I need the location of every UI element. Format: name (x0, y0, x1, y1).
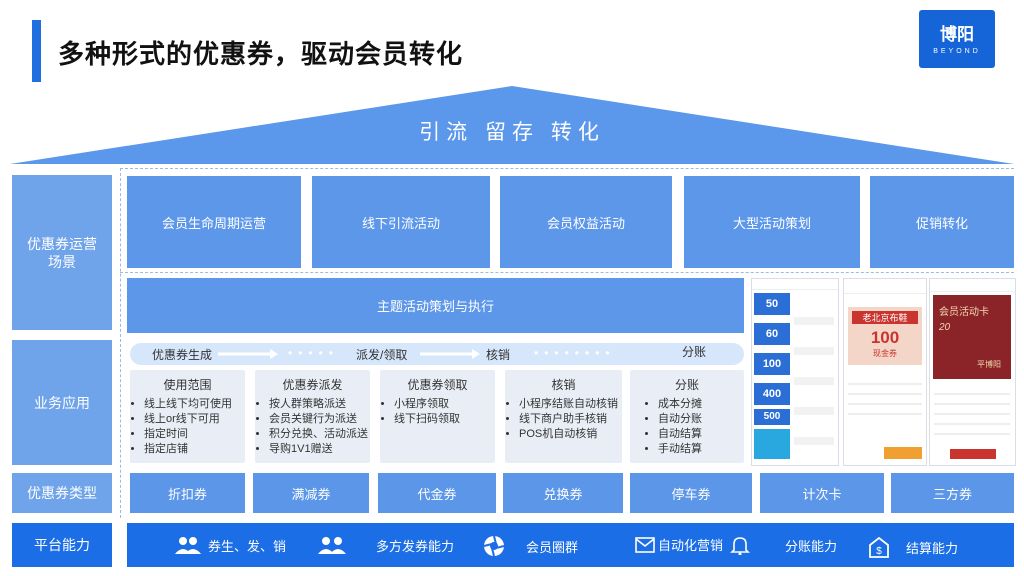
coupon-type-third-party: 三方券 (891, 473, 1014, 513)
platform-item-settlement: $ 结算能力 (867, 535, 958, 559)
card-discount: 20 (939, 322, 951, 333)
coupon-type-discount: 折扣券 (130, 473, 245, 513)
list-item: 成本分摊 (658, 397, 744, 412)
theme-bar: 主题活动策划与执行 (127, 278, 744, 333)
card-brand: 平博阳 (977, 360, 1001, 369)
list-item: 自动分账 (658, 412, 744, 427)
coupon-type-full-reduction: 满减券 (253, 473, 369, 513)
list-item: 积分兑换、活动派送 (269, 427, 370, 442)
card-split: 分账 成本分摊 自动分账 自动结算 手动结算 (630, 370, 744, 463)
users-icon (175, 537, 201, 554)
card-title: 会员活动卡 (939, 307, 989, 318)
aperture-icon (483, 535, 505, 557)
list-item: 自动结算 (658, 427, 744, 442)
coupon-amount: 100 (870, 328, 900, 347)
flow-dots: •••••••• (534, 346, 616, 360)
member-card: 会员活动卡 20 平博阳 (933, 295, 1011, 379)
action-button (884, 447, 922, 459)
card-title: 使用范围 (163, 378, 212, 392)
card-title: 优惠券派发 (282, 378, 343, 392)
coupon-banner: 老北京布鞋 100 现金券 (848, 307, 922, 365)
coupon-type-voucher: 代金券 (378, 473, 496, 513)
list-item: 小程序领取 (394, 397, 495, 412)
detail-lines (848, 375, 922, 419)
coupon-thumb: 500 (754, 409, 790, 425)
platform-item-coupon-lifecycle: 券生、发、销 (175, 535, 286, 555)
scene-promotion: 促销转化 (870, 176, 1014, 268)
card-redeem: 核销 小程序结账自动核销 线下商户助手核销 POS机自动核销 (505, 370, 622, 463)
top-divider (120, 168, 1014, 169)
coupon-thumb: 100 (754, 353, 790, 375)
list-item: 线上线下均可使用 (144, 397, 245, 412)
svg-text:$: $ (876, 546, 882, 557)
settlement-icon: $ (869, 536, 889, 558)
arrow-icon (218, 349, 278, 359)
page-title: 多种形式的优惠券，驱动会员转化 (58, 39, 464, 69)
list-item: 手动结算 (658, 442, 744, 457)
platform-item-multi-issuer: 多方发券能力 (317, 535, 454, 555)
flow-step-redeem: 核销 (486, 348, 511, 362)
list-item: 指定时间 (144, 427, 245, 442)
scene-offline-traffic: 线下引流活动 (312, 176, 490, 268)
arrow-icon (420, 349, 480, 359)
coupon-thumb: 60 (754, 323, 790, 345)
flow-step-generate: 优惠券生成 (152, 348, 213, 362)
phone-mockup-coupon-list: 50 60 100 400 500 (751, 278, 839, 466)
row-label-business: 业务应用 (12, 340, 112, 465)
platform-item-split: 分账能力 (730, 535, 837, 555)
mail-icon (635, 536, 655, 553)
detail-lines (934, 385, 1010, 441)
platform-item-auto-marketing: 自动化营销 (635, 535, 723, 554)
coupon-type-parking: 停车券 (630, 473, 752, 513)
vertical-divider (120, 168, 121, 518)
logo-name: 博阳 (940, 25, 974, 44)
row-label-scenes: 优惠券运营场景 (12, 175, 112, 330)
list-item: POS机自动核销 (519, 427, 622, 442)
scene-big-event: 大型活动策划 (684, 176, 860, 268)
platform-bar: 券生、发、销 多方发券能力 会员圈群 自动化营销 分账能力 $ 结算能力 (127, 523, 1014, 567)
list-item: 会员关键行为派送 (269, 412, 370, 427)
list-item: 小程序结账自动核销 (519, 397, 622, 412)
card-title: 优惠券领取 (407, 378, 468, 392)
users-icon (318, 537, 346, 554)
coupon-thumb: 50 (754, 293, 790, 315)
roof-triangle (10, 86, 1014, 164)
list-item: 导购1V1赠送 (269, 442, 370, 457)
coupon-unit: 现金券 (873, 349, 897, 358)
coupon-thumb: 400 (754, 383, 790, 405)
row-label-platform: 平台能力 (12, 523, 112, 567)
phone-mockup-cash-coupon: 老北京布鞋 100 现金券 (843, 278, 927, 466)
scene-member-lifecycle: 会员生命周期运营 (127, 176, 301, 268)
list-item: 线下扫码领取 (394, 412, 495, 427)
card-title: 核销 (551, 378, 576, 392)
process-flow: 优惠券生成 ••••• 派发/领取 核销 •••••••• 分账 (130, 343, 744, 365)
platform-item-member-segment: 会员圈群 (483, 535, 578, 557)
flow-dots: ••••• (288, 346, 340, 360)
title-accent-bar (32, 20, 41, 82)
flow-step-split: 分账 (682, 345, 707, 359)
shop-name: 老北京布鞋 (852, 311, 918, 324)
brand-logo: 博阳 BEYOND (919, 10, 995, 68)
row-label-types: 优惠券类型 (12, 473, 112, 513)
coupon-type-count-card: 计次卡 (760, 473, 884, 513)
coupon-type-exchange: 兑换券 (503, 473, 623, 513)
card-claim: 优惠券领取 小程序领取 线下扫码领取 (380, 370, 495, 463)
roof-slogan: 引流 留存 转化 (419, 121, 605, 144)
phone-mockup-member-card: 会员活动卡 20 平博阳 (929, 278, 1016, 466)
action-button (950, 449, 996, 459)
scene-divider (120, 272, 1014, 273)
coupon-thumb-image (754, 429, 790, 459)
list-item: 线下商户助手核销 (519, 412, 622, 427)
list-item: 指定店铺 (144, 442, 245, 457)
card-title: 分账 (674, 378, 699, 392)
bell-icon (730, 537, 750, 555)
scene-member-rights: 会员权益活动 (500, 176, 672, 268)
coupon-text-lines (794, 295, 834, 445)
list-item: 线上or线下可用 (144, 412, 245, 427)
card-usage-scope: 使用范围 线上线下均可使用 线上or线下可用 指定时间 指定店铺 (130, 370, 245, 463)
flow-step-distribute: 派发/领取 (356, 348, 408, 362)
logo-sub: BEYOND (933, 48, 981, 55)
list-item: 按人群策略派送 (269, 397, 370, 412)
card-distribution: 优惠券派发 按人群策略派送 会员关键行为派送 积分兑换、活动派送 导购1V1赠送 (255, 370, 370, 463)
